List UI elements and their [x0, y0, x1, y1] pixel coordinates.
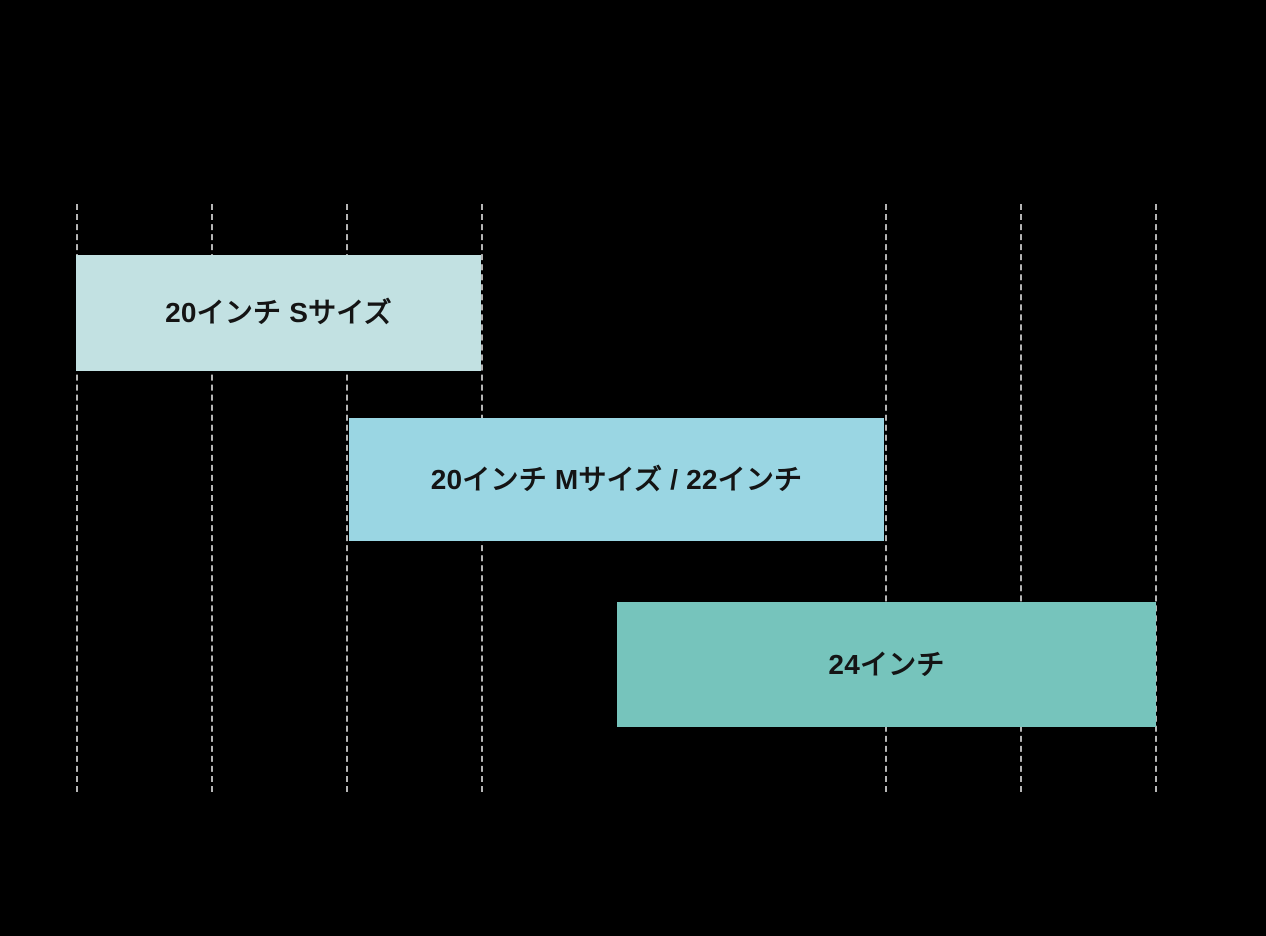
gridline-2 [211, 204, 213, 792]
bar-range-1[interactable]: 20インチ Sサイズ [76, 255, 481, 371]
bar-range-2[interactable]: 20インチ Mサイズ / 22インチ [349, 418, 884, 541]
bar-label-3: 24インチ [828, 648, 945, 680]
bar-range-3[interactable]: 24インチ [617, 602, 1156, 727]
gridline-6 [1020, 204, 1022, 792]
gridline-7 [1155, 204, 1157, 792]
bar-label-2: 20インチ Mサイズ / 22インチ [430, 463, 803, 495]
gridline-1 [76, 204, 78, 792]
gridline-5 [885, 204, 887, 792]
bar-label-1: 20インチ Sサイズ [165, 297, 392, 328]
gridline-3 [346, 204, 348, 792]
